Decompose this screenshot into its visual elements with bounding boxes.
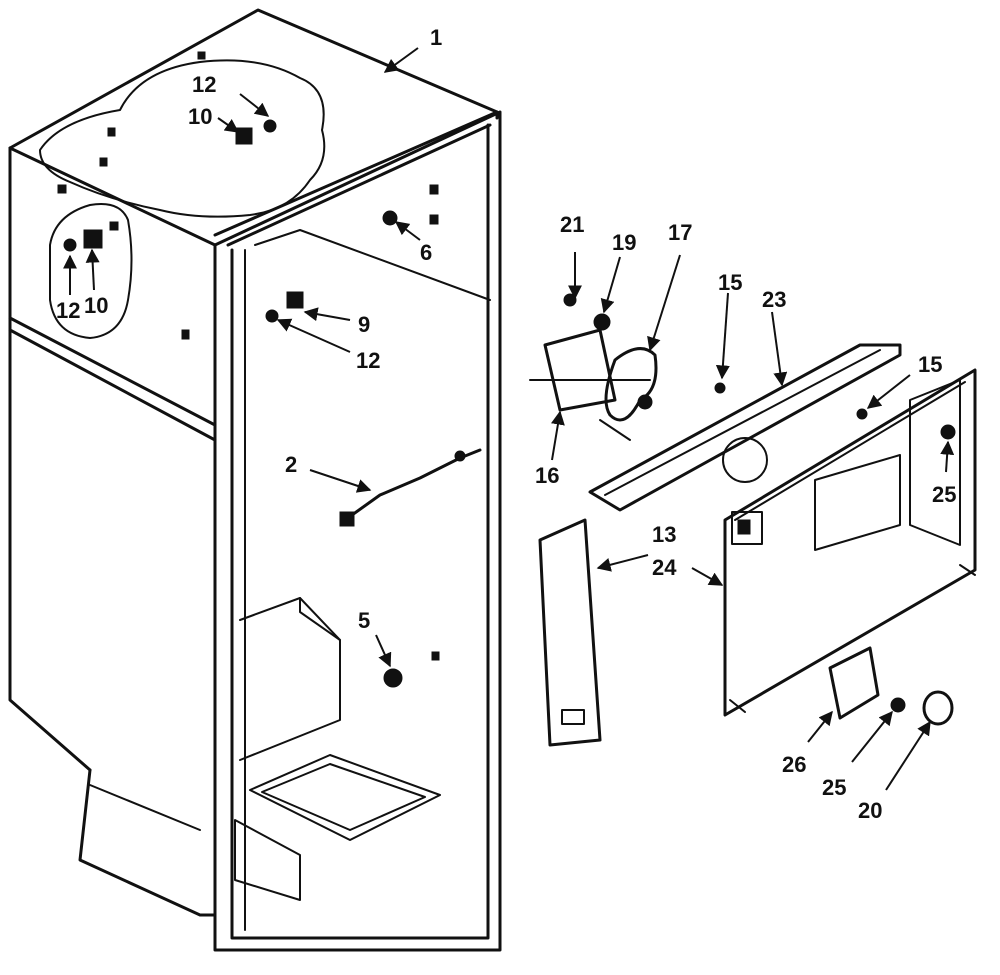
- callout-5: 5: [358, 608, 370, 633]
- part-rear-panel: [723, 368, 977, 717]
- callout-26: 26: [782, 752, 806, 777]
- part-harness: [339, 448, 482, 527]
- callout-1: 1: [430, 25, 442, 50]
- callout-12: 12: [192, 72, 216, 97]
- callout-19: 19: [612, 230, 636, 255]
- callout-25: 25: [932, 482, 956, 507]
- callout-labels: 1 12 10 6 12 10 9 12 2 5 21 19 17 15 23 …: [56, 25, 956, 823]
- callout-9: 9: [358, 312, 370, 337]
- callout-12: 12: [56, 298, 80, 323]
- callout-25: 25: [822, 775, 846, 800]
- callout-15: 15: [718, 270, 742, 295]
- callout-20: 20: [858, 798, 882, 823]
- callout-21: 21: [560, 212, 584, 237]
- callout-24: 24: [652, 555, 677, 580]
- part-shroud-bracket: [588, 343, 902, 512]
- callout-17: 17: [668, 220, 692, 245]
- cabinet-liner: [8, 8, 502, 952]
- callout-16: 16: [535, 463, 559, 488]
- part-clips: [63, 119, 403, 688]
- callout-15: 15: [918, 352, 942, 377]
- part-knob-assembly: [828, 424, 956, 726]
- callout-6: 6: [420, 240, 432, 265]
- callout-2: 2: [285, 452, 297, 477]
- leader-arrows: [63, 47, 955, 791]
- part-cover-plate: [538, 518, 602, 747]
- callout-13: 13: [652, 522, 676, 547]
- callout-23: 23: [762, 287, 786, 312]
- callout-10: 10: [84, 293, 108, 318]
- part-fan-motor: [529, 293, 658, 441]
- callout-12: 12: [356, 348, 380, 373]
- callout-10: 10: [188, 104, 212, 129]
